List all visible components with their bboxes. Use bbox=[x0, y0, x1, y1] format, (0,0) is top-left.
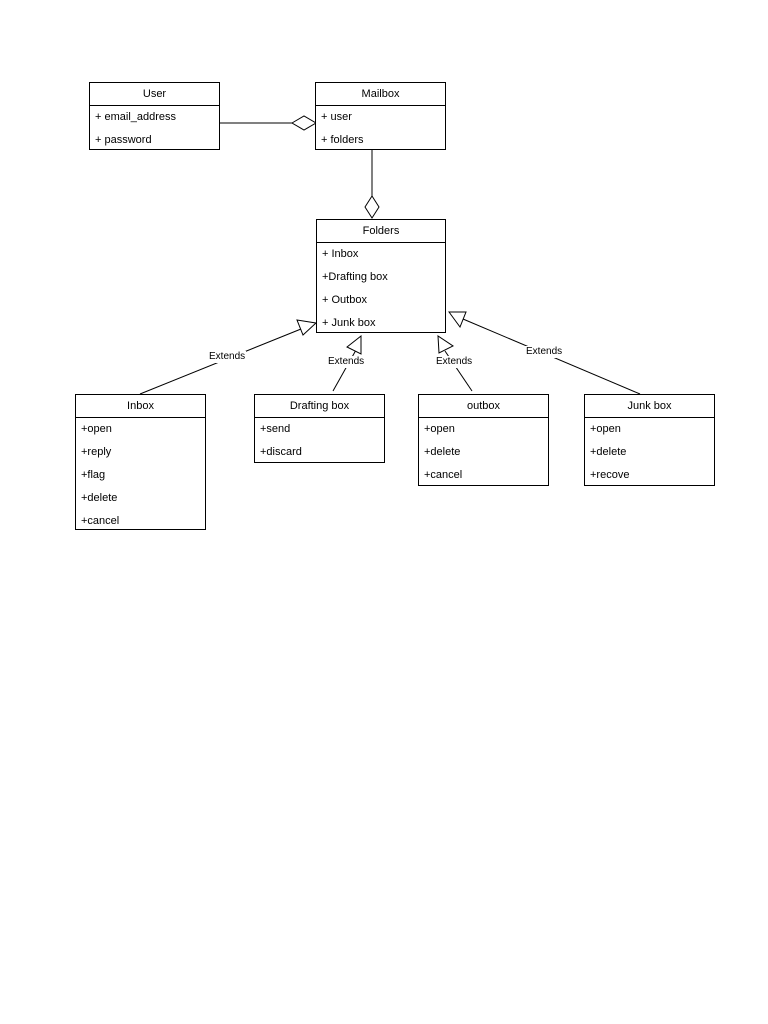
generalization-arrow-icon bbox=[346, 334, 362, 355]
aggregation-mailbox-folders bbox=[364, 150, 380, 219]
aggregation-diamond-icon bbox=[291, 115, 317, 131]
class-folders-title: Folders bbox=[317, 220, 445, 243]
generalization-arrow-icon bbox=[448, 311, 467, 329]
aggregation-diamond-icon bbox=[364, 195, 380, 219]
class-folders-attribute: + Junk box bbox=[322, 317, 376, 329]
class-inbox-attribute: +flag bbox=[81, 469, 106, 481]
class-outbox-attribute: +delete bbox=[424, 446, 461, 458]
class-mailbox[interactable]: Mailbox + user + folders bbox=[315, 82, 446, 150]
class-mailbox-attribute: + folders bbox=[321, 134, 364, 146]
edge-label-extends-outbox: Extends bbox=[435, 356, 474, 368]
class-outbox[interactable]: outbox +open +delete +cancel bbox=[418, 394, 549, 486]
class-user-attribute: + password bbox=[95, 134, 152, 146]
generalization-arrow-icon bbox=[437, 335, 454, 354]
class-drafting-box[interactable]: Drafting box +send +discard bbox=[254, 394, 385, 463]
class-folders-attribute: + Inbox bbox=[322, 248, 359, 260]
class-folders[interactable]: Folders + Inbox +Drafting box + Outbox +… bbox=[316, 219, 446, 333]
class-user-attribute: + email_address bbox=[95, 111, 177, 123]
class-outbox-attribute: +cancel bbox=[424, 469, 463, 481]
class-inbox-title: Inbox bbox=[76, 395, 205, 418]
class-user-title: User bbox=[90, 83, 219, 106]
edge-label-extends-inbox: Extends bbox=[208, 351, 247, 363]
class-outbox-attribute: +open bbox=[424, 423, 455, 435]
class-junk-box-attribute: +recove bbox=[590, 469, 630, 481]
class-drafting-box-title: Drafting box bbox=[255, 395, 384, 418]
generalization-arrow-icon bbox=[296, 319, 318, 336]
edge-label-extends-drafting-box: Extends bbox=[327, 356, 366, 368]
class-mailbox-title: Mailbox bbox=[316, 83, 445, 106]
aggregation-user-mailbox bbox=[220, 115, 317, 131]
class-user[interactable]: User + email_address + password bbox=[89, 82, 220, 150]
class-folders-attribute: + Outbox bbox=[322, 294, 367, 306]
class-junk-box-attribute: +delete bbox=[590, 446, 627, 458]
class-inbox[interactable]: Inbox +open +reply +flag +delete +cancel bbox=[75, 394, 206, 530]
class-drafting-box-attribute: +send bbox=[260, 423, 291, 435]
class-junk-box-title: Junk box bbox=[585, 395, 714, 418]
class-inbox-attribute: +open bbox=[81, 423, 112, 435]
class-junk-box[interactable]: Junk box +open +delete +recove bbox=[584, 394, 715, 486]
class-inbox-attribute: +reply bbox=[81, 446, 112, 458]
class-folders-attribute: +Drafting box bbox=[322, 271, 388, 283]
class-drafting-box-attribute: +discard bbox=[260, 446, 302, 458]
class-inbox-attribute: +delete bbox=[81, 492, 118, 504]
class-mailbox-attribute: + user bbox=[321, 111, 352, 123]
class-outbox-title: outbox bbox=[419, 395, 548, 418]
class-junk-box-attribute: +open bbox=[590, 423, 621, 435]
class-inbox-attribute: +cancel bbox=[81, 515, 120, 527]
edge-label-extends-junk-box: Extends bbox=[525, 346, 564, 358]
